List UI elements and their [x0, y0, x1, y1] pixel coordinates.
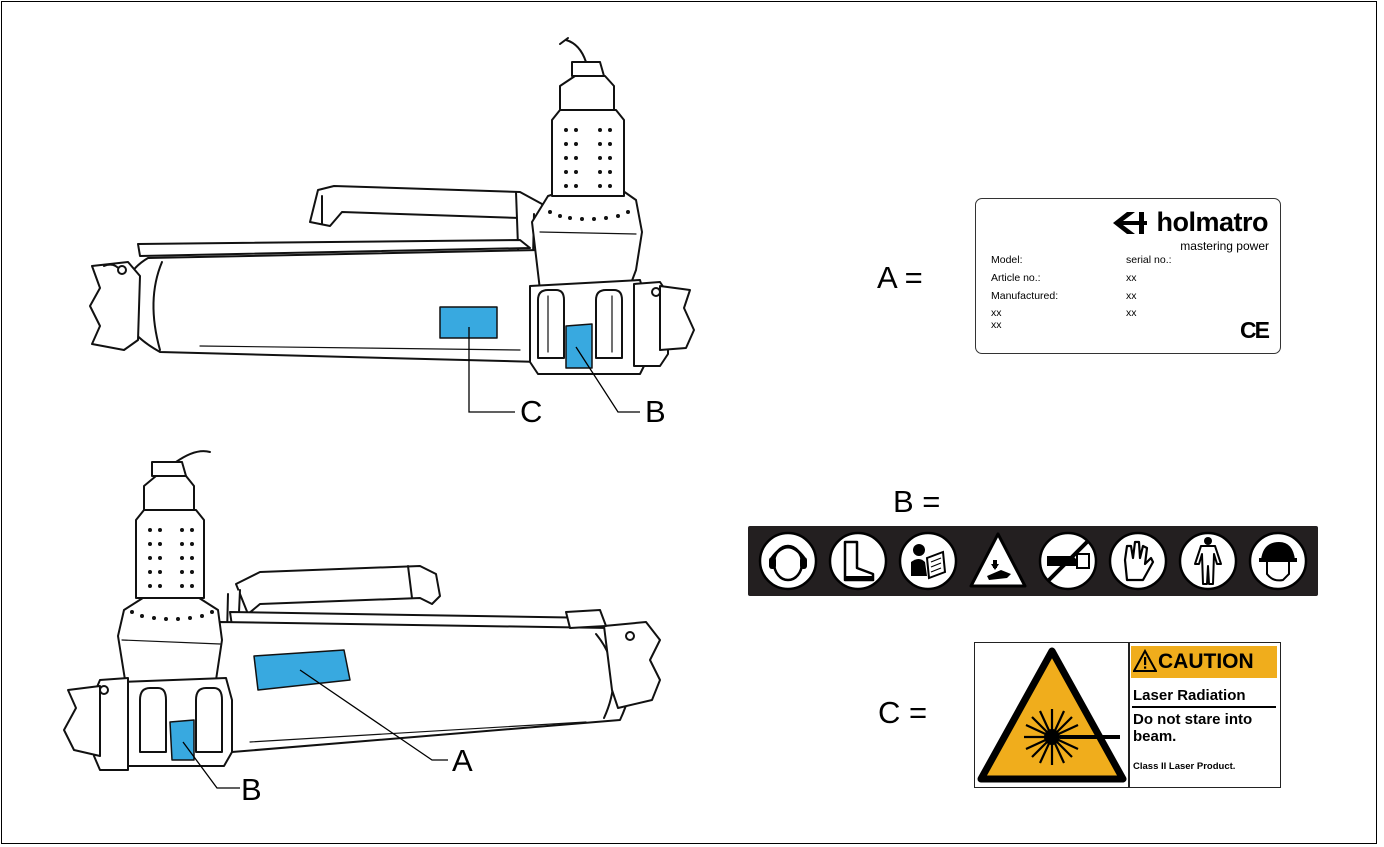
plate-manufactured-label: Manufactured:	[991, 290, 1059, 302]
legend-b-label: B =	[893, 484, 941, 519]
plate-article-value: xx	[1126, 272, 1137, 284]
brand-tagline: mastering power	[1180, 239, 1269, 253]
plate-model-label: Model:	[991, 254, 1023, 266]
caution-line-do-not-stare: Do not stare into beam.	[1133, 711, 1253, 745]
safety-helmet-icon	[1248, 531, 1308, 591]
caution-header: CAUTION	[1131, 646, 1277, 678]
caution-line-laser-radiation: Laser Radiation	[1133, 687, 1246, 704]
callout-c-top: C	[520, 394, 542, 429]
leader-lines	[182, 327, 640, 789]
laser-caution-label: CAUTION Laser Radiation Do not stare int…	[974, 642, 1281, 788]
callout-b-bottom: B	[241, 772, 262, 807]
laser-warning-icon	[977, 647, 1127, 783]
caution-title: CAUTION	[1158, 650, 1254, 673]
brand-logo: holmatro	[1113, 207, 1268, 238]
ce-mark: CE	[1240, 317, 1270, 343]
caution-divider	[1128, 643, 1130, 787]
caution-line-class: Class II Laser Product.	[1133, 761, 1236, 772]
no-hands-icon	[1038, 531, 1098, 591]
crush-hazard-warning-icon	[969, 532, 1027, 588]
plate-manufactured-value: xx	[1126, 290, 1137, 302]
safety-boots-icon	[828, 531, 888, 591]
plate-extra-1: xx	[991, 307, 1002, 319]
protective-clothing-icon	[1178, 531, 1238, 591]
plate-extra-2: xx	[1126, 307, 1137, 319]
callout-a-bottom: A	[452, 743, 473, 778]
legend-c-label: C =	[878, 695, 928, 730]
plate-serial-label: serial no.:	[1126, 254, 1172, 266]
safety-pictogram-strip	[748, 526, 1318, 596]
warning-triangle-icon	[1133, 649, 1157, 672]
safety-gloves-icon	[1108, 531, 1168, 591]
type-plate-label: holmatro mastering power Model: serial n…	[975, 198, 1281, 354]
legend-a-label: A =	[877, 260, 923, 295]
ear-protection-icon	[758, 531, 818, 591]
callout-b-top: B	[645, 394, 666, 429]
holmatro-logo-icon	[1113, 212, 1148, 234]
plate-extra-3: xx	[991, 319, 1002, 331]
plate-article-label: Article no.:	[991, 272, 1041, 284]
caution-underline	[1132, 706, 1276, 708]
top-tool-drawing	[89, 37, 695, 375]
read-manual-icon	[898, 531, 958, 591]
bottom-tool-drawing	[63, 450, 661, 771]
brand-name: holmatro	[1156, 207, 1268, 237]
